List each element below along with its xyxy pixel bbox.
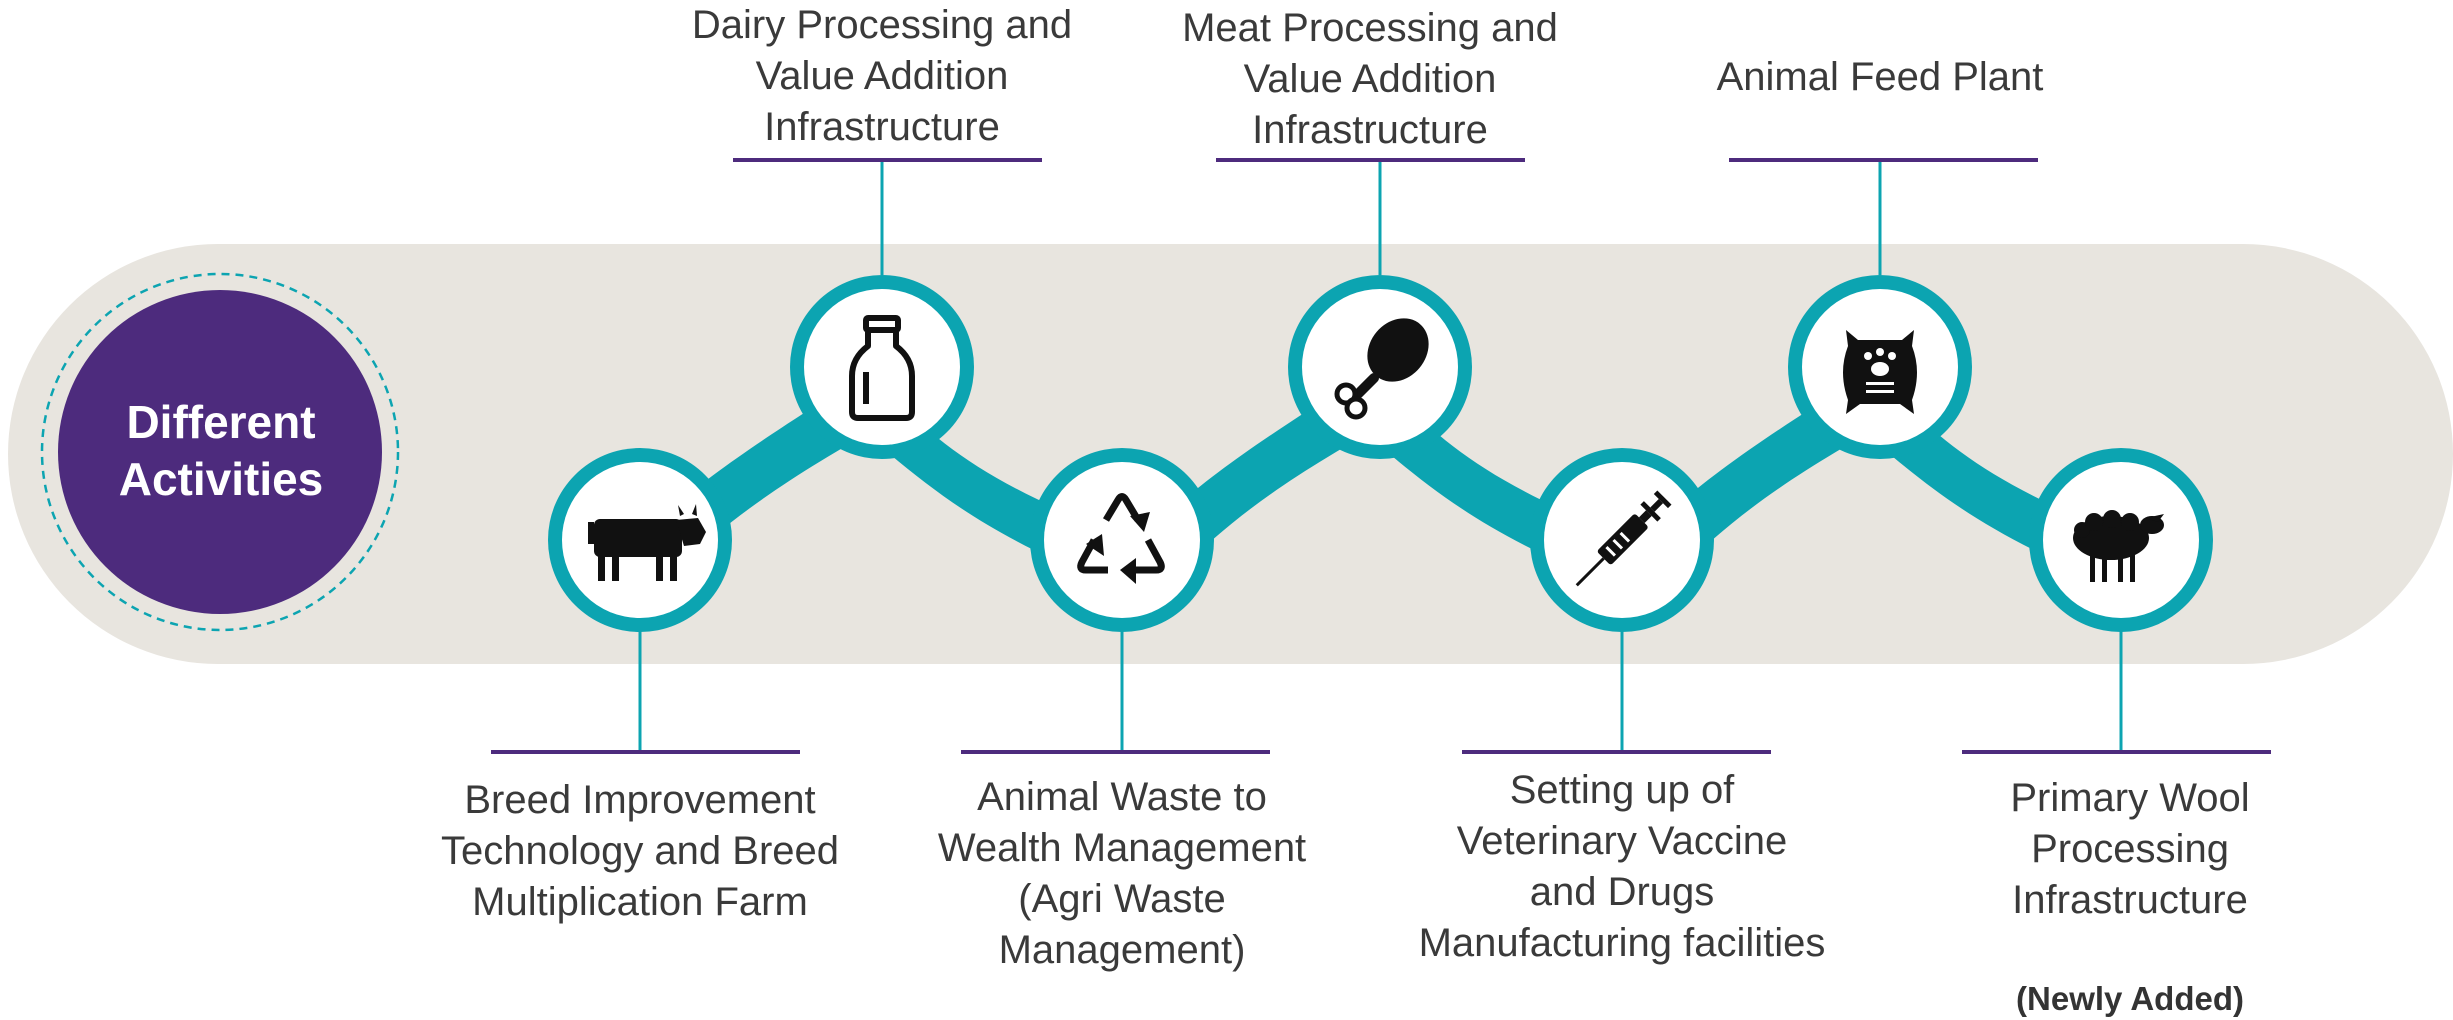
- label-line: Infrastructure: [764, 105, 1000, 149]
- label-wool: Primary Wool Processing Infrastructure: [1910, 773, 2350, 926]
- label-underlines: [491, 158, 2271, 754]
- label-line: Technology and Breed: [440, 829, 840, 873]
- label-line: Animal Waste to: [977, 775, 1267, 819]
- newly-added-note: (Newly Added): [2016, 980, 2244, 1017]
- label-line: Wealth Management: [937, 826, 1307, 870]
- center-title-line: Different: [126, 396, 316, 448]
- label-vaccine: Setting up of Veterinary Vaccine and Dru…: [1372, 765, 1872, 969]
- label-line: Manufacturing facilities: [1418, 921, 1826, 965]
- label-line: and Drugs: [1529, 870, 1715, 914]
- sheep-icon: [2073, 510, 2164, 582]
- center-title-line: Activities: [118, 453, 324, 505]
- activity-node-waste: [1030, 448, 1214, 632]
- cow-icon: [588, 504, 706, 581]
- label-feed: Animal Feed Plant: [1660, 52, 2100, 103]
- syringe-icon: [1575, 490, 1672, 587]
- label-meat: Meat Processing and Value Addition Infra…: [1150, 3, 1590, 156]
- activity-node-dairy: [790, 275, 974, 459]
- activity-node-breed: [548, 448, 732, 632]
- label-line: Setting up of: [1509, 768, 1735, 812]
- label-line: Meat Processing and: [1182, 6, 1558, 50]
- label-line: Infrastructure: [2012, 878, 2248, 922]
- label-line: (Agri Waste: [1018, 877, 1226, 921]
- label-line: Breed Improvement: [464, 778, 816, 822]
- recycle-icon: [1077, 493, 1165, 574]
- label-line: Dairy Processing and: [691, 3, 1073, 47]
- label-line: Value Addition: [755, 54, 1009, 98]
- label-line: Multiplication Farm: [472, 880, 808, 924]
- center-title: Different Activities: [62, 394, 380, 508]
- label-line: Primary Wool: [2010, 776, 2250, 820]
- label-breed: Breed Improvement Technology and Breed M…: [420, 775, 860, 928]
- chicken-leg-icon: [1334, 318, 1429, 420]
- label-line: Veterinary Vaccine: [1456, 819, 1788, 863]
- activity-node-meat: [1288, 275, 1472, 459]
- label-line: Management): [998, 928, 1246, 972]
- feed-sack-icon: [1843, 330, 1917, 414]
- leader-lines: [638, 161, 2123, 752]
- center-dashed-ring: [40, 272, 400, 632]
- center-circle: [58, 290, 382, 614]
- label-line: Processing: [2031, 827, 2229, 871]
- milk-bottle-icon: [849, 315, 915, 421]
- label-line: Value Addition: [1243, 57, 1497, 101]
- label-waste: Animal Waste to Wealth Management (Agri …: [902, 772, 1342, 976]
- activity-node-wool: [2029, 448, 2213, 632]
- label-line: Infrastructure: [1252, 108, 1488, 152]
- label-dairy: Dairy Processing and Value Addition Infr…: [662, 0, 1102, 153]
- activity-node-feed: [1788, 275, 1972, 459]
- activity-node-vaccine: [1530, 448, 1714, 632]
- label-line: Animal Feed Plant: [1716, 55, 2044, 99]
